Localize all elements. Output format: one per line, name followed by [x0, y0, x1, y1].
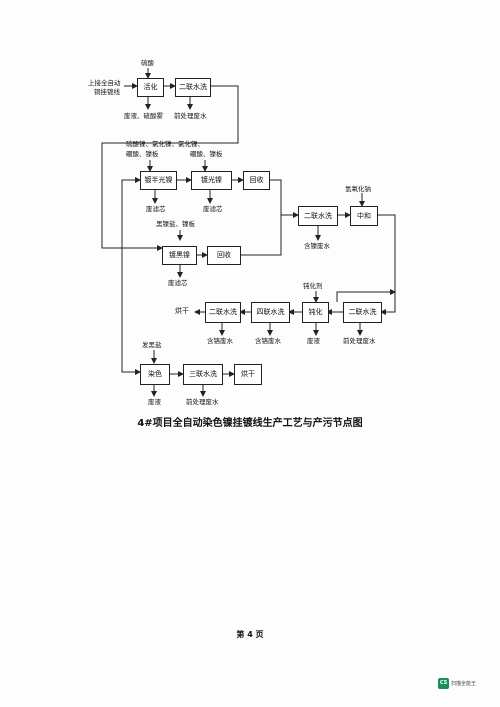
process-rinse2-b: 二联水洗 [298, 206, 338, 226]
input-sulfuric-acid: 硫酸 [141, 59, 154, 67]
input-bright-chems: 硼酸、镍板 [190, 150, 223, 158]
output-cr-ww-1: 含铬废水 [255, 337, 281, 345]
figure-caption: 4#项目全自动染色镍挂镀线生产工艺与产污节点图 [137, 418, 363, 429]
process-rinse2-a: 二联水洗 [175, 78, 211, 97]
scanner-watermark: CS 扫描全能王 [438, 676, 492, 690]
output-filter-2: 废滤芯 [203, 205, 223, 213]
process-bright-ni: 镀光镍 [191, 171, 232, 190]
input-naoh: 氢氧化钠 [345, 185, 371, 193]
process-activation: 活化 [137, 78, 164, 97]
output-ni-ww: 含镍废水 [304, 242, 330, 250]
scanner-logo-icon: CS [438, 677, 449, 689]
input-passivator: 钝化剂 [303, 282, 323, 290]
output-activation-waste: 废液、硫酸雾 [124, 112, 163, 120]
scanner-mark-text: 扫描全能王 [451, 680, 477, 687]
input-bright-semi-chems: 硫酸镍、氯化镍、氯化镍、 [126, 140, 204, 148]
process-rinse3: 三联水洗 [183, 364, 223, 385]
process-recover-2: 回收 [207, 246, 241, 265]
page-number: 第 4 页 [236, 630, 264, 639]
input-color-salt: 发黑盐 [142, 341, 162, 349]
output-pretreat-ww-2: 前处理废水 [343, 337, 376, 345]
process-dry-2: 烘干 [234, 364, 262, 385]
process-dry-1: 烘干 [175, 307, 189, 315]
input-black-chems: 黑镍盐、镍板 [156, 220, 195, 228]
process-black-ni: 镀黑镍 [162, 246, 197, 265]
input-upstream-line-1: 上接全自动 [88, 79, 121, 87]
process-rinse2-c: 二联水洗 [343, 302, 382, 323]
output-filter-1: 废滤芯 [146, 205, 166, 213]
process-rinse4: 四联水洗 [251, 302, 290, 323]
output-filter-3: 废滤芯 [168, 279, 188, 287]
input-bright-semi-chems-2: 硼酸、镍板 [126, 150, 159, 158]
process-recover-1: 回收 [243, 171, 270, 190]
output-passivate-waste: 废液 [307, 337, 320, 345]
process-dyeing: 染色 [140, 364, 170, 385]
output-pretreat-ww-3: 前处理废水 [186, 398, 219, 406]
process-passivate: 钝化 [302, 302, 329, 323]
output-dye-waste: 废液 [148, 398, 161, 406]
input-upstream-line-2: 铜挂镀线 [94, 88, 120, 96]
output-pretreat-ww-1: 前处理废水 [174, 112, 207, 120]
process-semi-bright-ni: 镀半光镍 [140, 171, 177, 190]
process-neutralize: 中和 [350, 206, 378, 226]
process-rinse2-d: 二联水洗 [205, 302, 241, 323]
output-cr-ww-2: 含铬废水 [207, 337, 233, 345]
